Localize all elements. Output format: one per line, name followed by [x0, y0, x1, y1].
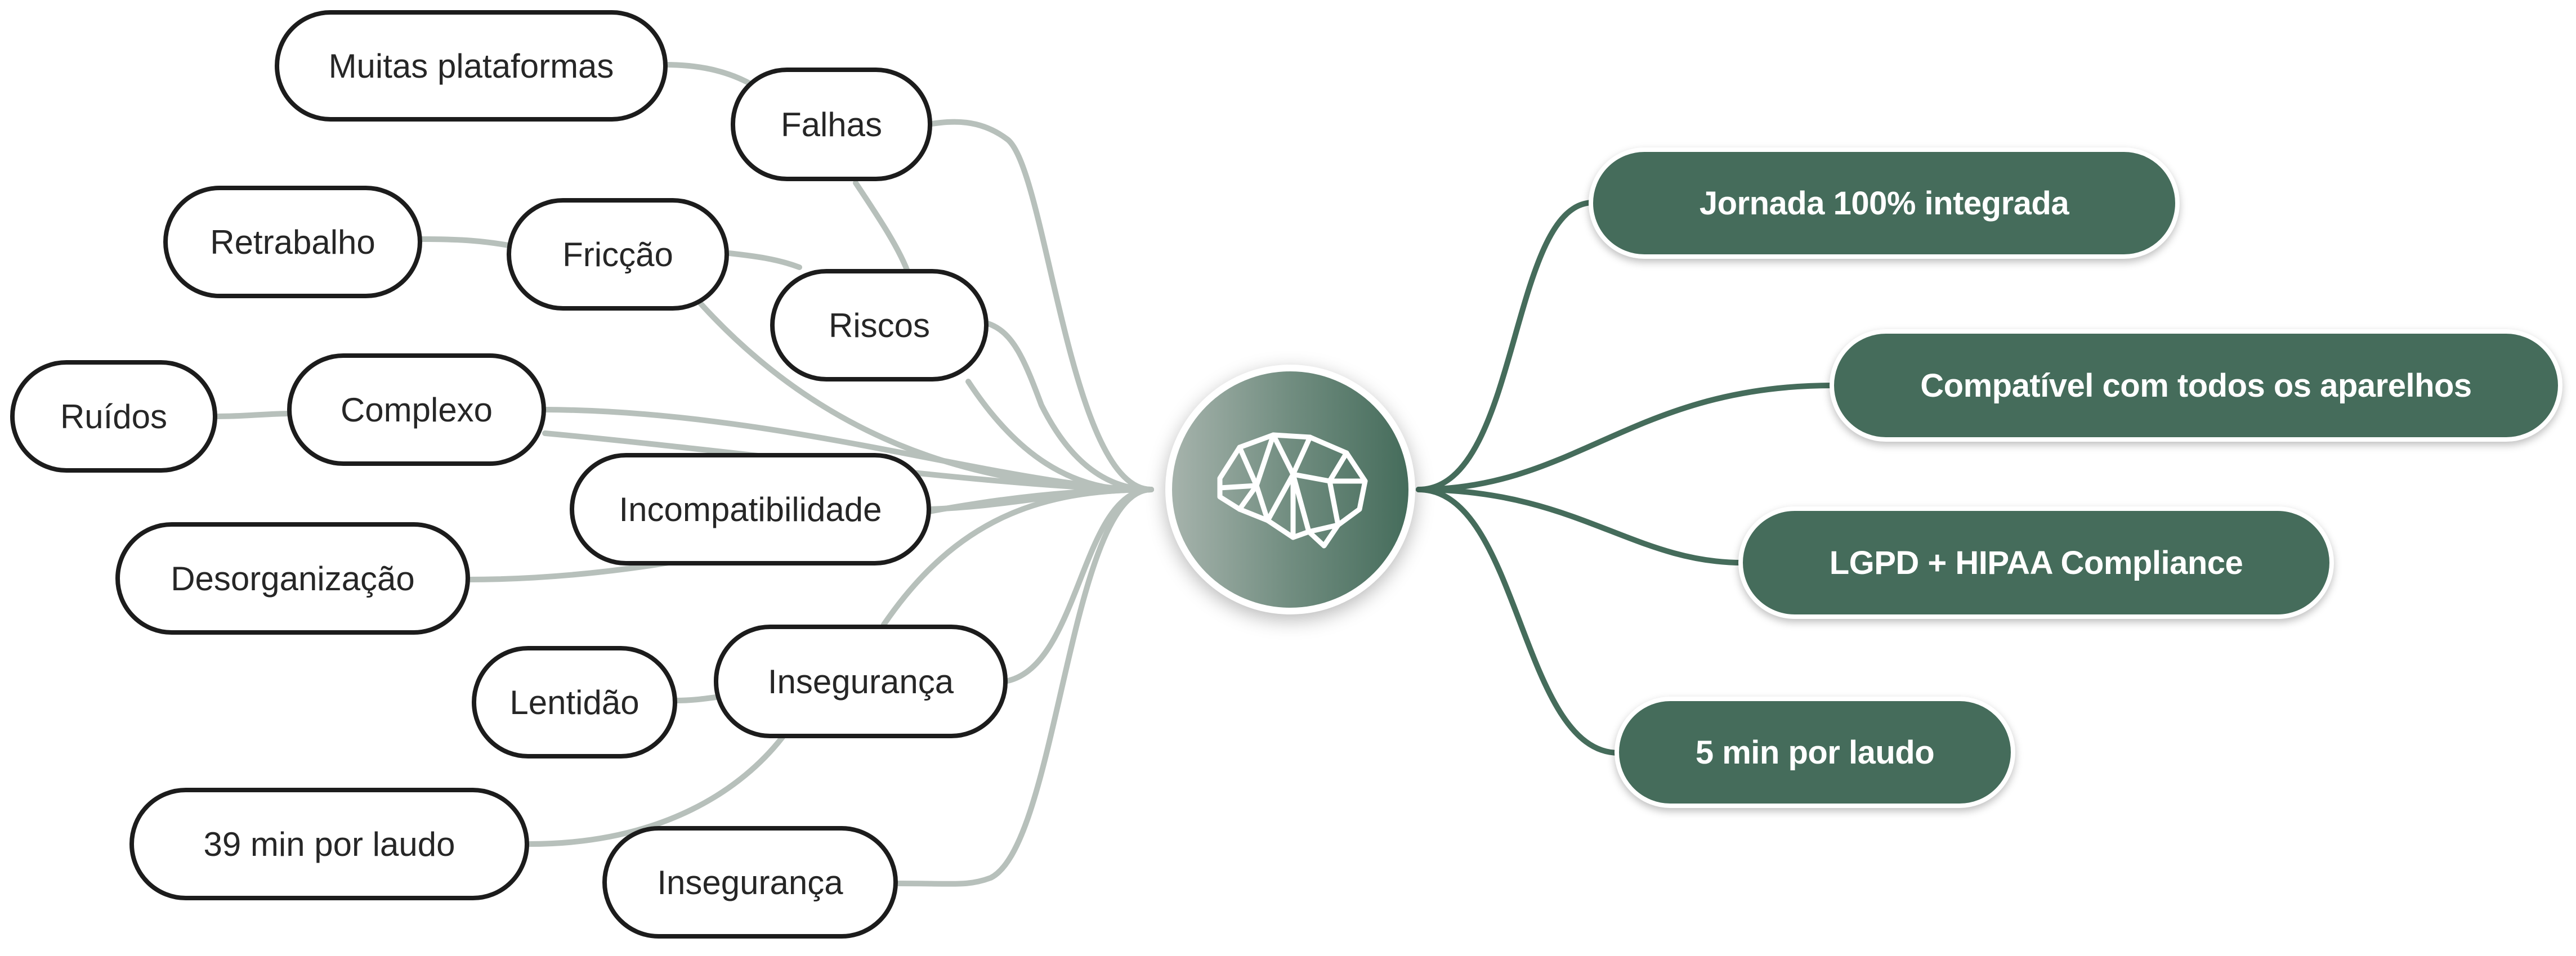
problem-node-inseguranca-2: Insegurança [602, 826, 898, 939]
problem-label: Riscos [828, 306, 931, 344]
problem-label: Fricção [562, 235, 673, 273]
connector-hub-inseguranca-1 [881, 487, 1154, 627]
problem-node-friccao: Fricção [507, 198, 729, 311]
problem-label: Desorganização [171, 559, 415, 598]
problem-label: 39 min por laudo [203, 825, 455, 863]
problem-label: Muitas plataformas [328, 47, 614, 85]
connector-hub-riscos [985, 321, 1154, 492]
problem-node-desorganizacao: Desorganização [115, 522, 470, 635]
connector-ruidos-complexo [214, 411, 296, 419]
benefit-node-jornada-integrada: Jornada 100% integrada [1589, 147, 2180, 259]
benefit-label: 5 min por laudo [1695, 734, 1935, 771]
problem-node-muitas-plataformas: Muitas plataformas [275, 10, 668, 122]
benefit-label: Compatível com todos os aparelhos [1920, 367, 2472, 404]
connector-muitas-plataformas-falhas [661, 62, 754, 87]
connector-falhas-riscos [853, 180, 912, 279]
connector-lentidao-inseguranca-1 [673, 694, 723, 703]
problem-label: Incompatibilidade [619, 490, 882, 528]
problem-node-39-min-por-laudo: 39 min por laudo [129, 788, 529, 900]
problem-node-ruidos: Ruídos [10, 360, 217, 473]
problem-label: Insegurança [767, 662, 954, 701]
problem-node-retrabalho: Retrabalho [163, 186, 422, 298]
problem-node-incompatibilidade: Incompatibilidade [570, 453, 931, 565]
connector-hub-lgpd [1416, 487, 1745, 565]
connector-hub-inseguranca-1-right [1005, 487, 1154, 684]
problem-label: Retrabalho [210, 223, 375, 261]
problem-node-complexo: Complexo [287, 353, 546, 466]
problem-node-falhas: Falhas [731, 68, 932, 181]
benefit-node-5-min-por-laudo: 5 min por laudo [1615, 697, 2015, 808]
connector-hub-falhas [929, 119, 1154, 492]
benefit-label: LGPD + HIPAA Compliance [1829, 544, 2243, 581]
problem-label: Lentidão [509, 683, 639, 721]
connector-hub-compativel [1416, 383, 1835, 492]
connector-39min-inseguranca-1 [526, 734, 785, 847]
central-hub [1172, 371, 1408, 608]
problem-node-lentidao: Lentidão [472, 646, 677, 758]
problem-label: Falhas [780, 105, 883, 143]
connector-friccao-riscos [726, 250, 802, 270]
connector-retrabalho-friccao [419, 236, 518, 249]
problem-label: Ruídos [60, 397, 168, 436]
problem-node-riscos: Riscos [770, 269, 989, 381]
benefit-label: Jornada 100% integrada [1699, 185, 2069, 222]
connector-hub-inseguranca-2 [892, 487, 1154, 887]
connector-hub-jornada [1416, 200, 1596, 492]
brain-icon [1217, 432, 1368, 549]
benefit-node-compativel: Compatível com todos os aparelhos [1830, 329, 2562, 442]
problem-label: Insegurança [657, 863, 843, 901]
benefit-node-lgpd-hipaa: LGPD + HIPAA Compliance [1738, 506, 2334, 619]
connector-hub-5min [1416, 487, 1621, 756]
problem-node-inseguranca-1: Insegurança [714, 625, 1008, 738]
problem-label: Complexo [340, 391, 493, 429]
